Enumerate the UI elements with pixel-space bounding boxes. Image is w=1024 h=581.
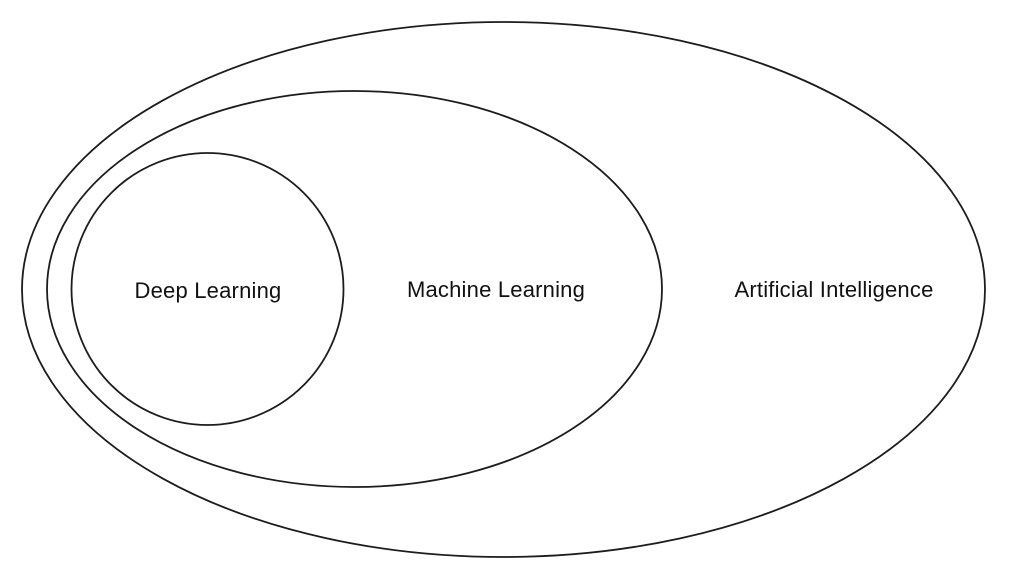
deep-learning-circle xyxy=(70,152,345,426)
machine-learning-label: Machine Learning xyxy=(406,277,586,302)
machine-learning-ellipse xyxy=(46,90,663,488)
artificial-intelligence-ellipse xyxy=(21,21,986,558)
artificial-intelligence-label: Artificial Intelligence xyxy=(734,277,934,302)
deep-learning-label: Deep Learning xyxy=(134,278,282,303)
